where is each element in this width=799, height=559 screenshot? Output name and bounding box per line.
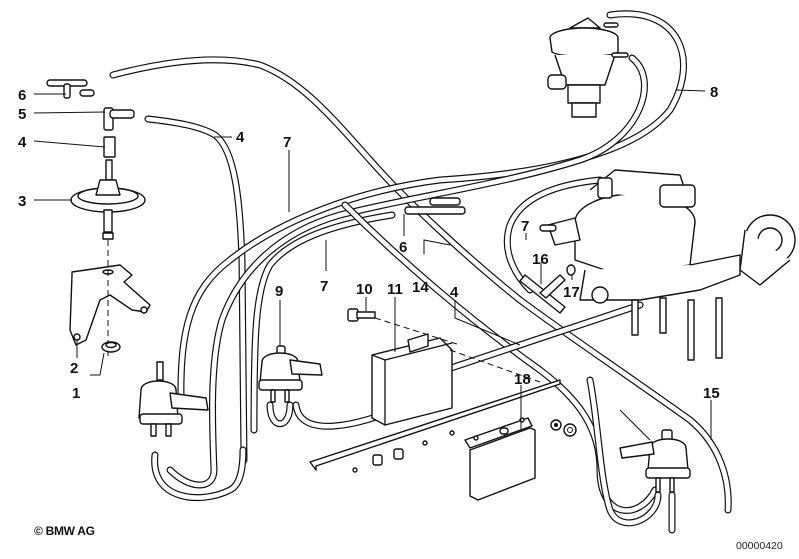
- callout-1[interactable]: 1: [72, 385, 80, 402]
- hose-egr-lower[interactable]: [166, 54, 648, 489]
- callout-12[interactable]: 14: [412, 279, 429, 296]
- callout-8[interactable]: 8: [710, 84, 718, 101]
- hose-8[interactable]: [177, 10, 687, 404]
- control-unit-11[interactable]: [371, 333, 453, 426]
- t-connector-6-topleft[interactable]: [46, 79, 95, 99]
- callout-4[interactable]: 4: [450, 284, 459, 301]
- thermo-valve-9[interactable]: [258, 345, 323, 403]
- carburettor[interactable]: [539, 169, 796, 361]
- callout-9[interactable]: 9: [275, 283, 283, 300]
- callout-11[interactable]: 11: [387, 281, 403, 298]
- washer-16[interactable]: [550, 419, 562, 431]
- callout-7[interactable]: 7: [283, 134, 291, 151]
- callout-10[interactable]: 10: [356, 281, 373, 298]
- vacuum-diaphragm-3[interactable]: [70, 159, 146, 240]
- hose-valve1-outlets[interactable]: [151, 446, 247, 502]
- hose-12-diagonal[interactable]: [341, 201, 659, 514]
- hose-carb-12[interactable]: [503, 176, 604, 294]
- callout-labels: 6 5 4 3 2 1 4 7 7 6 14 4 9 10 11 8 7 16 …: [18, 84, 720, 402]
- callout-14[interactable]: 17: [563, 284, 580, 301]
- callout-4[interactable]: 4: [18, 134, 27, 151]
- hose-clamp-14[interactable]: [566, 264, 576, 276]
- hose-top-long[interactable]: [109, 56, 732, 514]
- connector-sleeve-4[interactable]: [103, 136, 116, 158]
- mounting-rail[interactable]: [309, 379, 561, 473]
- callout-5[interactable]: 5: [18, 106, 26, 123]
- unit-axis: [449, 349, 541, 383]
- bolt-axis: [374, 317, 461, 346]
- leader-lines: [33, 89, 712, 441]
- hose-valve18-outlets[interactable]: [586, 376, 676, 534]
- hose-4[interactable]: [144, 115, 248, 464]
- callout-7[interactable]: 7: [320, 278, 328, 295]
- callout-2[interactable]: 2: [70, 360, 78, 377]
- hex-bolt-10[interactable]: [347, 308, 376, 322]
- callout-13[interactable]: 16: [532, 251, 549, 268]
- callout-4[interactable]: 4: [236, 129, 245, 146]
- callout-12[interactable]: 15: [703, 385, 720, 402]
- thermo-valve-lower-left[interactable]: [138, 361, 209, 437]
- thermo-valve-18[interactable]: [619, 429, 691, 493]
- egr-valve[interactable]: [547, 17, 629, 118]
- control-unit-15[interactable]: [464, 417, 536, 501]
- elbow-connector-5[interactable]: [103, 107, 135, 131]
- callout-15[interactable]: 18: [514, 371, 531, 388]
- t-connector-6-middle[interactable]: [404, 197, 466, 215]
- callout-6[interactable]: 6: [399, 239, 407, 256]
- drawing-number: 00000420: [736, 540, 783, 552]
- callout-6[interactable]: 6: [18, 87, 26, 104]
- hose-7[interactable]: [250, 211, 396, 434]
- hex-nut-1[interactable]: [101, 341, 121, 353]
- mounting-bracket-2[interactable]: [69, 264, 151, 346]
- hex-nut-17[interactable]: [563, 423, 577, 437]
- callout-7[interactable]: 7: [521, 218, 529, 235]
- t-connector-13[interactable]: [519, 274, 566, 314]
- copyright-notice: © BMW AG: [34, 524, 95, 538]
- callout-3[interactable]: 3: [18, 193, 26, 210]
